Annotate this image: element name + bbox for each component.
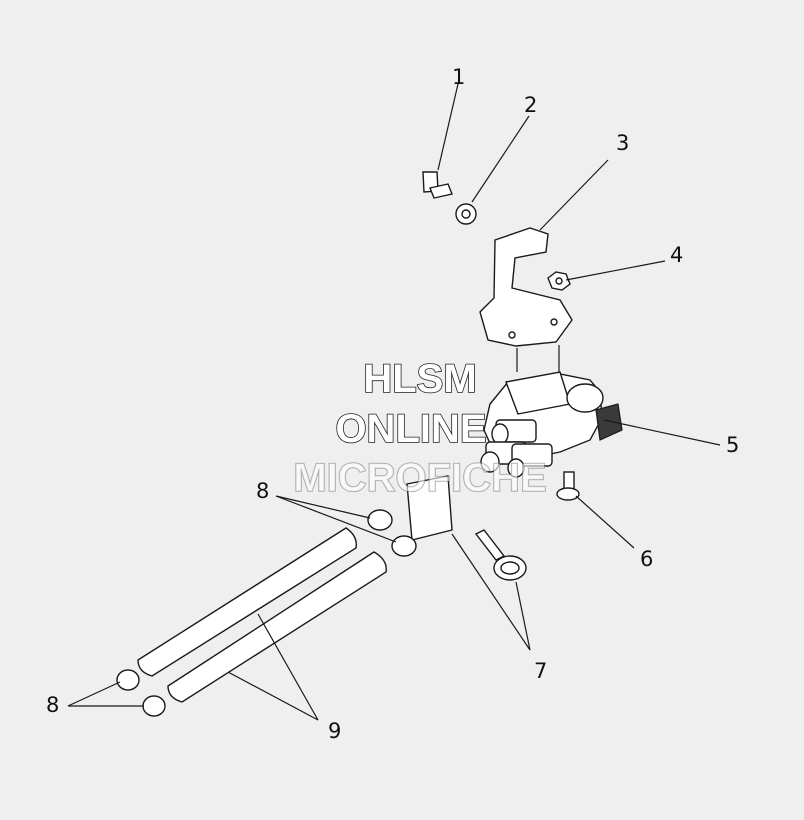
foam-pad-part xyxy=(406,475,453,541)
callouts: 1 2 3 4 5 6 7 8 8 9 xyxy=(46,65,739,743)
valve-assembly-part xyxy=(480,345,623,478)
star-washer-part xyxy=(455,203,477,225)
callout-8-lower: 8 xyxy=(46,693,59,717)
nut-part xyxy=(547,271,571,291)
hose-part xyxy=(137,527,387,703)
callout-5: 5 xyxy=(726,433,739,457)
screw-part xyxy=(556,471,580,501)
hose-clamp-part xyxy=(116,509,417,717)
leader-lines xyxy=(67,83,721,721)
watermark-line-2: ONLINE xyxy=(335,407,486,451)
callout-1: 1 xyxy=(452,65,465,89)
callout-8-upper: 8 xyxy=(256,479,269,503)
watermark: HLSM ONLINE MICROFICHE xyxy=(293,356,548,500)
callout-3: 3 xyxy=(616,131,629,155)
callout-6: 6 xyxy=(640,547,653,571)
watermark-line-3: MICROFICHE xyxy=(293,456,546,500)
callout-4: 4 xyxy=(670,243,683,267)
callout-7: 7 xyxy=(534,659,547,683)
callout-9: 9 xyxy=(328,719,341,743)
callout-2: 2 xyxy=(524,93,537,117)
clamp-part xyxy=(474,529,527,581)
watermark-line-1: HLSM xyxy=(363,357,476,401)
bolt-part xyxy=(422,171,453,199)
bracket-part xyxy=(479,227,573,347)
